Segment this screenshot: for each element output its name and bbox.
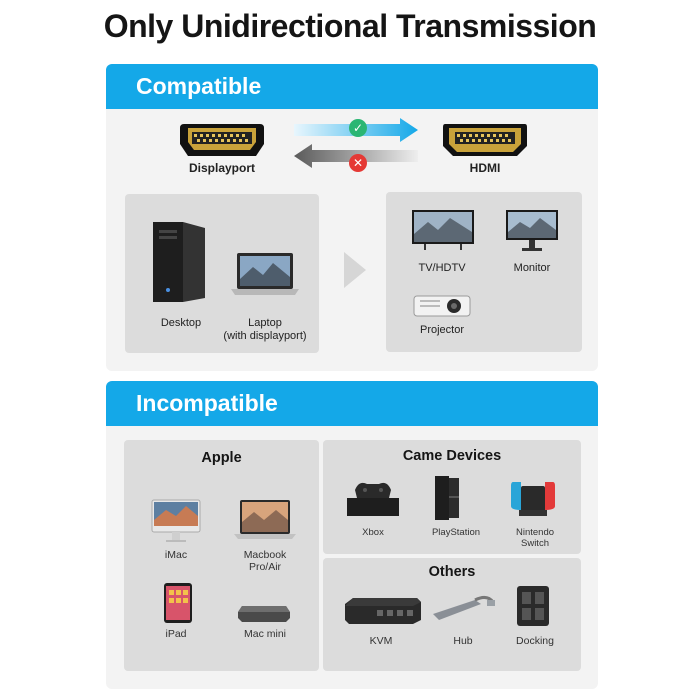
target-label-tv: TV/HDTV	[418, 262, 466, 274]
others-title: Others	[428, 564, 476, 580]
hdmi-connector-icon	[443, 124, 527, 156]
apple-label-imac: iMac	[164, 549, 188, 561]
game-label-playstation: PlayStation	[431, 527, 481, 538]
incompatible-header: Incompatible	[106, 381, 598, 426]
source-devices-panel: Desktop Laptop (with displayport)	[125, 194, 319, 353]
projector-icon	[413, 295, 471, 317]
mac-mini-icon	[238, 606, 290, 622]
playstation-icon	[435, 476, 459, 520]
apple-title: Apple	[201, 450, 242, 466]
target-devices-panel: TV/HDTV Monitor Projector	[386, 192, 582, 352]
cross-icon: ✕	[349, 154, 367, 172]
nintendo-switch-icon	[511, 482, 555, 516]
target-label-monitor: Monitor	[513, 262, 551, 274]
incompatible-section: Incompatible Apple iMac Macbook Pro/Air …	[106, 381, 598, 689]
hdmi-label: HDMI	[469, 161, 501, 175]
flow-arrow-icon	[344, 252, 366, 288]
others-label-docking: Docking	[516, 635, 554, 647]
apple-panel: Apple iMac Macbook Pro/Air iPad Mac mini	[124, 440, 319, 671]
macbook-icon	[234, 500, 296, 539]
game-devices-title: Came Devices	[402, 448, 502, 464]
laptop-icon	[231, 253, 299, 295]
hub-icon	[433, 595, 495, 620]
page-title: Only Unidirectional Transmission	[103, 8, 597, 44]
others-panel: Others KVM Hub Docking	[323, 558, 581, 671]
check-icon: ✓	[349, 119, 367, 137]
compatible-header: Compatible	[106, 64, 598, 109]
game-label-switch: Nintendo Switch	[515, 527, 555, 549]
monitor-icon	[506, 210, 558, 251]
tv-icon	[412, 210, 474, 250]
displayport-label: Displayport	[188, 161, 255, 175]
game-devices-panel: Came Devices Xbox PlayStation Nintendo S…	[323, 440, 581, 554]
xbox-icon	[347, 482, 399, 516]
apple-label-macbook: Macbook Pro/Air	[243, 549, 287, 573]
ipad-icon	[164, 583, 192, 623]
others-label-hub: Hub	[453, 635, 473, 647]
desktop-tower-icon	[153, 222, 205, 302]
target-label-projector: Projector	[419, 324, 465, 336]
apple-label-mac-mini: Mac mini	[243, 628, 286, 640]
displayport-connector-icon	[180, 124, 264, 156]
apple-label-ipad: iPad	[165, 628, 187, 640]
imac-icon	[151, 499, 201, 542]
compatible-section: Compatible Displayport ✓ ✕	[106, 64, 598, 371]
source-label-laptop: Laptop (with displayport)	[223, 317, 307, 342]
kvm-icon	[345, 598, 421, 624]
game-label-xbox: Xbox	[362, 527, 384, 538]
docking-icon	[517, 586, 549, 626]
source-label-desktop: Desktop	[160, 317, 202, 329]
others-label-kvm: KVM	[369, 635, 393, 647]
